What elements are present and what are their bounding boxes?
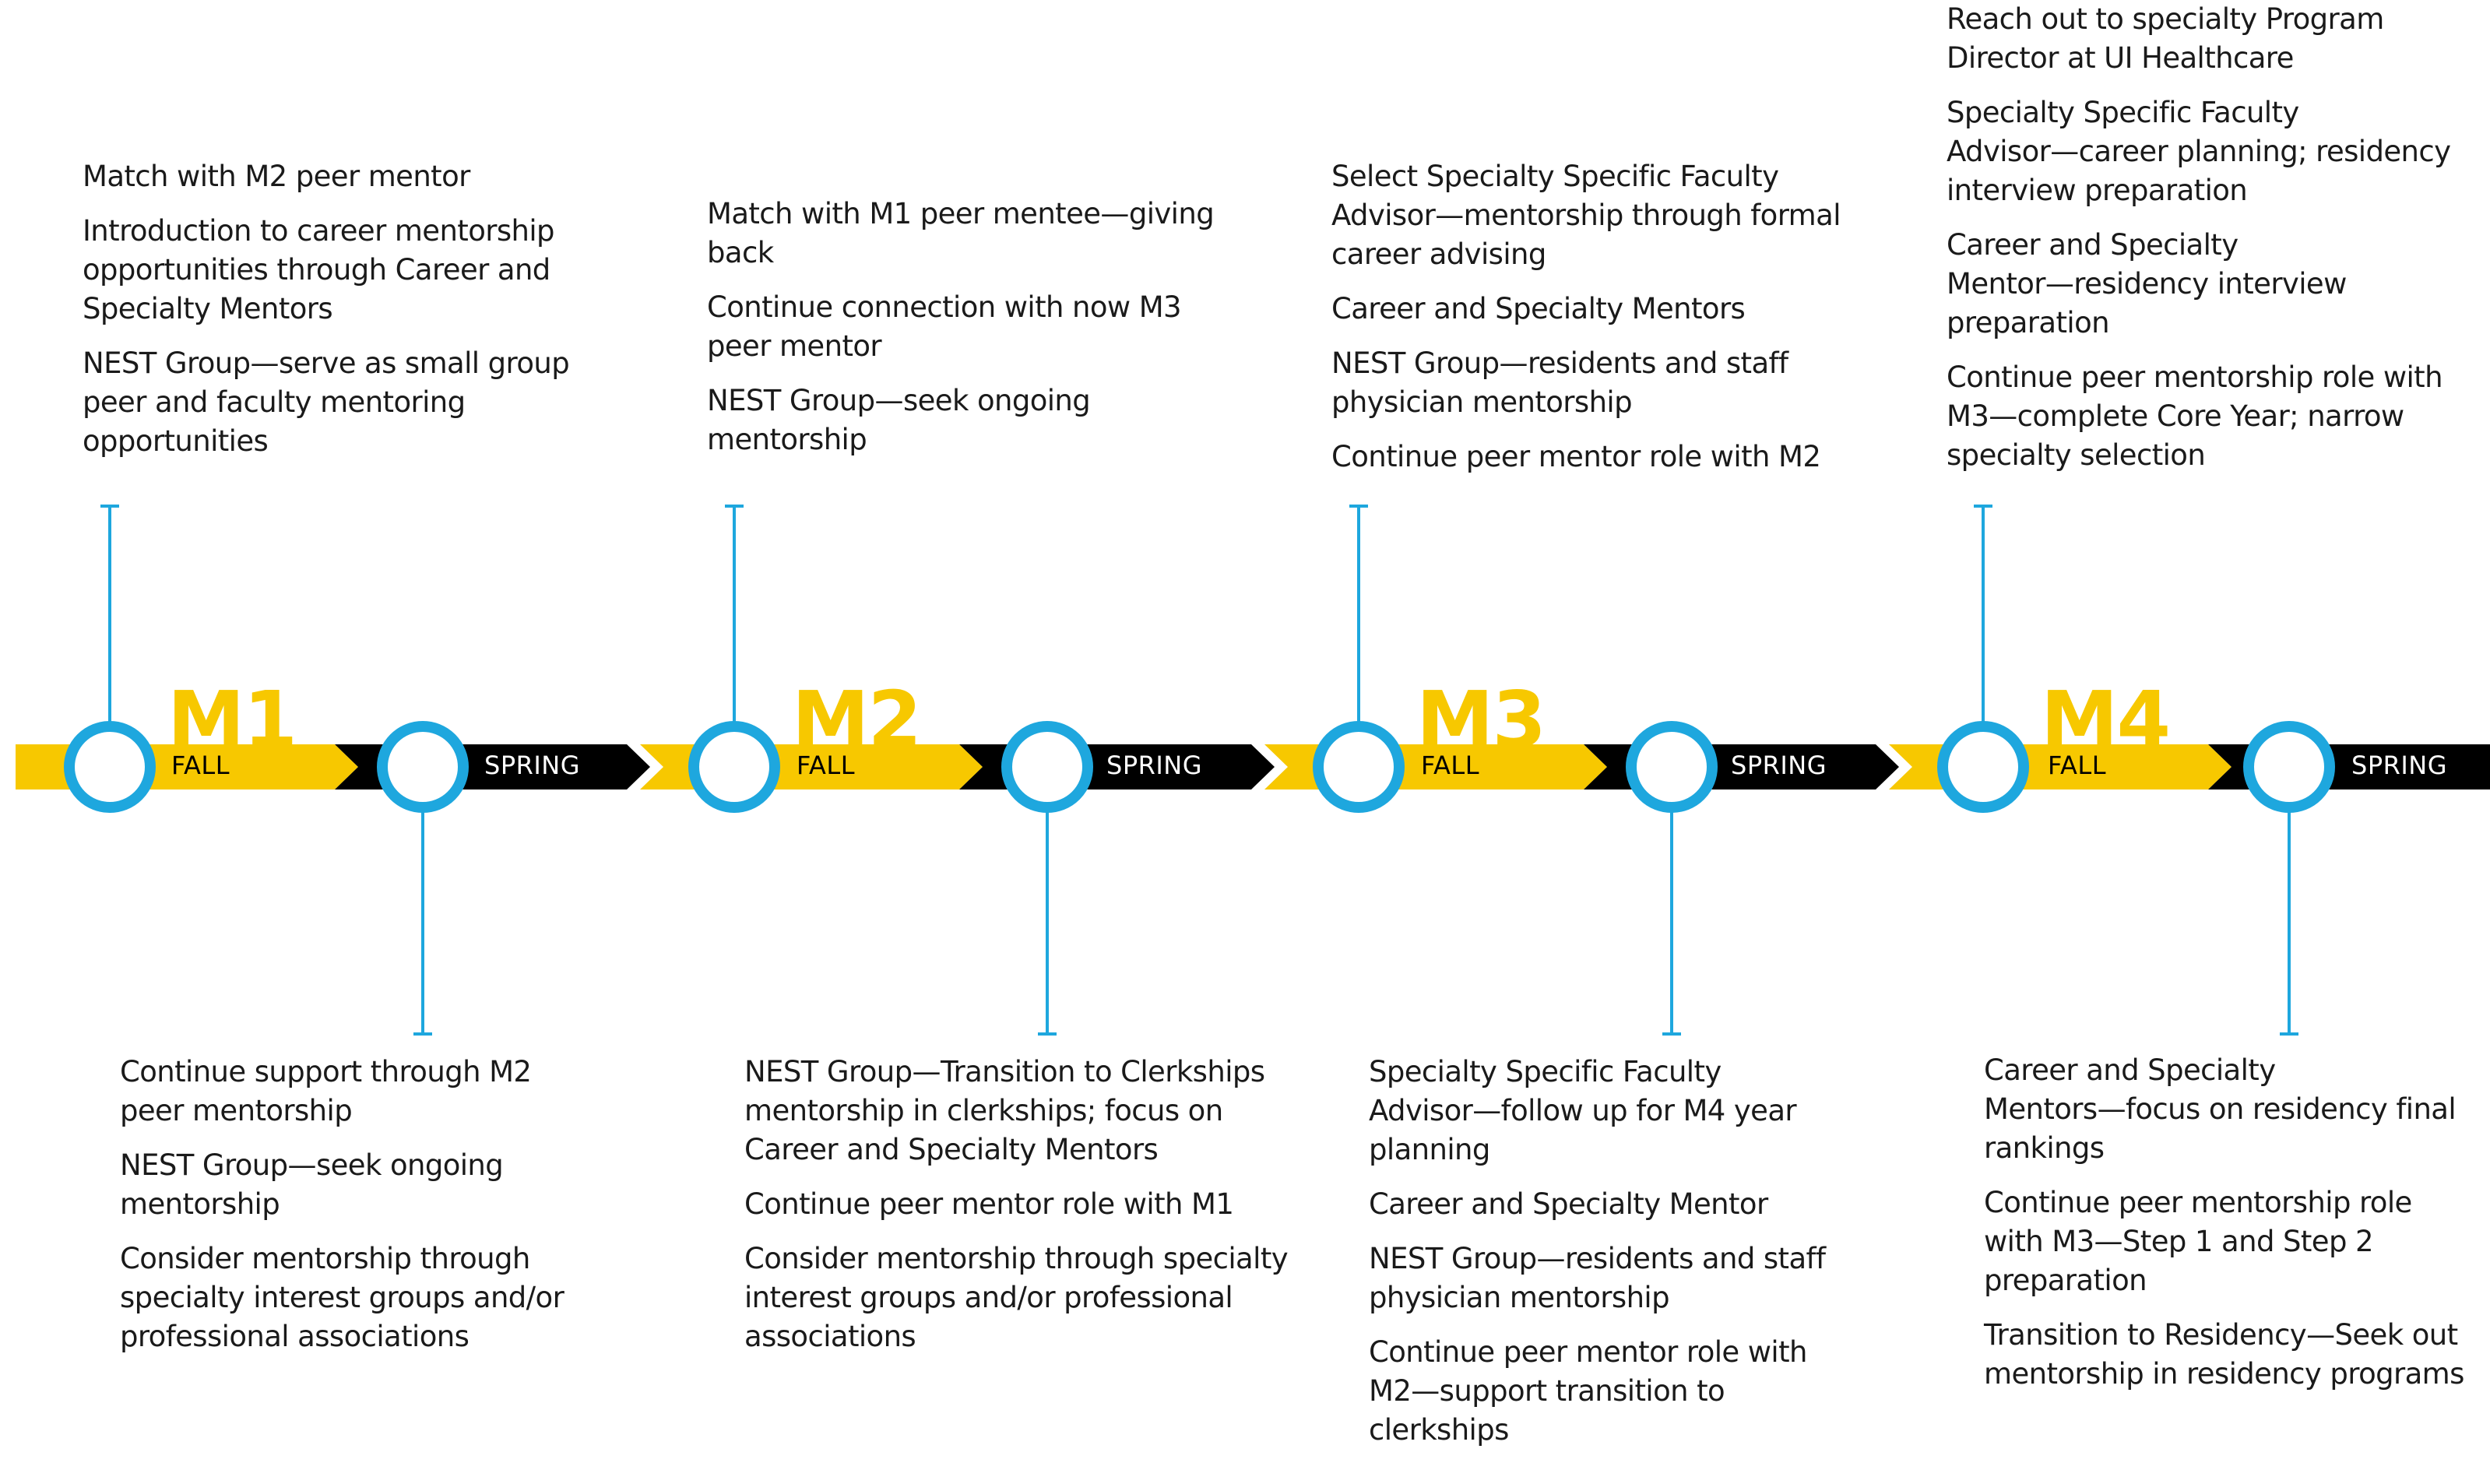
m1-fall-node (64, 721, 156, 813)
m1-spring-label: SPRING (484, 751, 581, 780)
m3-spring-text-item-2: Career and Specialty Mentor (1369, 1187, 1768, 1221)
m2-spring-text: NEST Group—Transition to Clerkships ment… (744, 1053, 1289, 1372)
m3-fall-text-item-3: NEST Group—residents and staff physician… (1331, 346, 1788, 419)
m4-fall-text-item-4: Continue peer mentorship role with M3—co… (1947, 360, 2443, 472)
m3-spring-node (1626, 721, 1718, 813)
m4-fall-node (1937, 721, 2029, 813)
m4-spring-node (2243, 721, 2335, 813)
m2-spring-text-item-2: Continue peer mentor role with M1 (744, 1187, 1234, 1221)
m4-fall-text-item-3: Career and Specialty Mentor—residency in… (1947, 228, 2347, 339)
m4-spring-text: Career and Specialty Mentors—focus on re… (1984, 1051, 2464, 1409)
m3-spring-text-item-1: Specialty Specific Faculty Advisor—follo… (1369, 1055, 1797, 1166)
m2-spring-text-item-3: Consider mentorship through specialty in… (744, 1242, 1289, 1353)
m4-spring-text-item-1: Career and Specialty Mentors—focus on re… (1984, 1053, 2457, 1165)
m2-spring-text-item-1: NEST Group—Transition to Clerkships ment… (744, 1055, 1265, 1166)
m1-spring-text-item-3: Consider mentorship through specialty in… (120, 1242, 564, 1353)
m3-fall-text-item-2: Career and Specialty Mentors (1331, 292, 1746, 325)
m1-year-label: M1 (167, 674, 297, 765)
m3-spring-text-item-3: NEST Group—residents and staff physician… (1369, 1242, 1826, 1314)
m2-fall-text-item-1: Match with M1 peer mentee—giving back (707, 197, 1215, 269)
m4-fall-label: FALL (2048, 751, 2107, 780)
m1-fall-text-item-3: NEST Group—serve as small group peer and… (83, 346, 570, 458)
m2-year-label: M2 (792, 674, 922, 765)
m4-fall-text-item-1: Reach out to specialty Program Director … (1947, 2, 2384, 75)
m1-spring-text-item-1: Continue support through M2 peer mentors… (120, 1055, 532, 1127)
m1-spring-text: Continue support through M2 peer mentors… (120, 1053, 564, 1372)
m1-spring-text-item-2: NEST Group—seek ongoing mentorship (120, 1148, 504, 1221)
m3-year-label: M3 (1416, 674, 1546, 765)
m3-fall-text: Select Specialty Specific Faculty Adviso… (1331, 157, 1841, 492)
m3-spring-text: Specialty Specific Faculty Advisor—follo… (1369, 1053, 1826, 1465)
m2-spring-label: SPRING (1106, 751, 1203, 780)
m1-fall-text-item-1: Match with M2 peer mentor (83, 160, 470, 193)
m3-fall-text-item-4: Continue peer mentor role with M2 (1331, 440, 1821, 473)
m2-spring-node (1001, 721, 1093, 813)
m1-fall-text-item-2: Introduction to career mentorship opport… (83, 214, 555, 325)
m2-fall-text-item-3: NEST Group—seek ongoing mentorship (707, 384, 1091, 456)
m2-fall-label: FALL (797, 751, 856, 780)
m1-fall-label: FALL (171, 751, 230, 780)
m4-year-label: M4 (2041, 674, 2171, 765)
m2-fall-node (688, 721, 780, 813)
m3-spring-text-item-4: Continue peer mentor role with M2—suppor… (1369, 1335, 1807, 1447)
m3-fall-label: FALL (1421, 751, 1480, 780)
m2-fall-text-item-2: Continue connection with now M3 peer men… (707, 290, 1182, 363)
m4-spring-text-item-3: Transition to Residency—Seek out mentors… (1984, 1318, 2464, 1391)
m3-fall-node (1313, 721, 1405, 813)
m4-fall-text: Reach out to specialty Program Director … (1947, 0, 2451, 491)
m3-spring-label: SPRING (1731, 751, 1827, 780)
m4-spring-label: SPRING (2351, 751, 2448, 780)
m4-spring-text-item-2: Continue peer mentorship role with M3—St… (1984, 1186, 2412, 1297)
m4-fall-text-item-2: Specialty Specific Faculty Advisor—caree… (1947, 96, 2451, 207)
m1-spring-node (377, 721, 469, 813)
m3-fall-text-item-1: Select Specialty Specific Faculty Adviso… (1331, 160, 1841, 271)
